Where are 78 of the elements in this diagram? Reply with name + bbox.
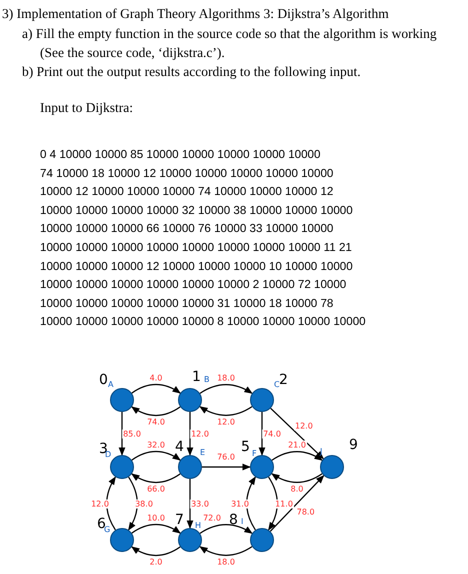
edge-label: 76.0 [216, 452, 236, 462]
edge-label: 2.0 [148, 558, 164, 566]
arrow [131, 473, 181, 484]
node-letter: A [107, 380, 114, 389]
arrow [131, 450, 181, 461]
arrow [202, 464, 251, 470]
edge-label: 12.0 [294, 422, 314, 431]
arrow [106, 476, 116, 530]
node-letter: G [104, 525, 112, 534]
edge-label: 74.0 [146, 418, 166, 426]
edge-label: 18.0 [216, 558, 236, 566]
node-letter: C [273, 380, 280, 389]
edge-label: 66.0 [146, 484, 166, 494]
edge-label: 18.0 [216, 374, 236, 382]
edge-label: 38.0 [134, 499, 154, 508]
edge-label: 10.0 [146, 514, 166, 522]
arrow [200, 524, 253, 534]
node-number: 5 [241, 440, 250, 454]
node-number: 6 [97, 517, 106, 531]
matrix-row: 10000 10000 10000 66 10000 76 10000 33 10000 10000 [40, 222, 334, 236]
node-number: 7 [175, 513, 184, 527]
edge-label: 12.0 [216, 418, 236, 426]
arrow [186, 479, 194, 529]
matrix-row: 10000 10000 10000 12 10000 10000 10000 10 10000 10000 [40, 260, 353, 273]
matrix-row: 74 10000 18 10000 12 10000 10000 10000 10000 10000 [40, 166, 334, 180]
edge-label: 12.0 [90, 499, 110, 508]
edge-label: 12.0 [190, 429, 210, 438]
arrow [246, 476, 256, 530]
edge-label: 11.0 [274, 499, 294, 508]
node-letter: H [194, 521, 202, 530]
arrow [200, 384, 253, 394]
arrow [199, 546, 252, 556]
edge-label: 33.0 [190, 499, 210, 508]
node-number: 9 [349, 438, 358, 452]
edge-label: 4.0 [148, 374, 164, 382]
matrix-row: 10000 10000 10000 10000 10000 10000 2 10000 72 10000 [40, 278, 346, 292]
matrix-row: 10000 12 10000 10000 10000 74 10000 10000 10000 12 [40, 185, 334, 198]
node-number: 2 [279, 373, 288, 387]
arrow [118, 412, 126, 456]
node-letter: J [319, 447, 324, 456]
arrow [270, 408, 324, 460]
edge-label: 32.0 [146, 440, 166, 450]
edge-label: 8.0 [290, 484, 304, 494]
input-heading: Input to Dijkstra: [40, 99, 134, 117]
arrow [271, 473, 322, 483]
node-letter: I [240, 517, 244, 526]
matrix-row: 10000 10000 10000 10000 10000 31 10000 18 10000 78 [40, 296, 334, 310]
matrix-row: 10000 10000 10000 10000 32 10000 38 10000 10000 10000 [40, 204, 353, 217]
heading: 3) Implementation of Graph Theory Algorithms 3: Dijkstra’s Algorithm [2, 5, 390, 23]
arrow [186, 412, 194, 456]
matrix-row: 0 4 10000 10000 85 10000 10000 10000 10000 10000 [40, 148, 320, 161]
arrow [270, 475, 324, 532]
matrix-row: 10000 10000 10000 10000 10000 8 10000 10000 10000 10000 [40, 315, 366, 328]
edge-label: 74.0 [262, 429, 282, 438]
arrow [128, 476, 138, 531]
node-number: 8 [229, 513, 238, 527]
node-number: 0 [99, 373, 108, 387]
node-number: 4 [175, 440, 184, 454]
arrow [268, 476, 278, 531]
arrow [272, 451, 323, 461]
instruction-text: b) Print out the output results according to the following input. [22, 63, 362, 81]
edge-label: 21.0 [287, 440, 307, 450]
arrow [199, 406, 252, 416]
arrow [131, 546, 181, 556]
edge-label: 31.0 [230, 499, 250, 508]
arrow [131, 384, 181, 394]
edge-label: 78.0 [296, 507, 316, 516]
edge-label: 72.0 [202, 514, 222, 522]
arrow [258, 412, 266, 456]
matrix-row: 10000 10000 10000 10000 10000 10000 10000 10000 11 21 [40, 241, 352, 254]
arrow [131, 524, 181, 534]
node-letter: B [203, 375, 210, 384]
arrow [131, 406, 181, 416]
instruction-text: a) Fill the empty function in the source code so that the algorithm is working (See the source code, ‘dijkstra.c’). [22, 25, 438, 62]
node-letter: E [199, 448, 206, 457]
node-letter: F [251, 449, 258, 458]
edge-label: 85.0 [122, 429, 142, 438]
node-number: 1 [192, 370, 201, 384]
